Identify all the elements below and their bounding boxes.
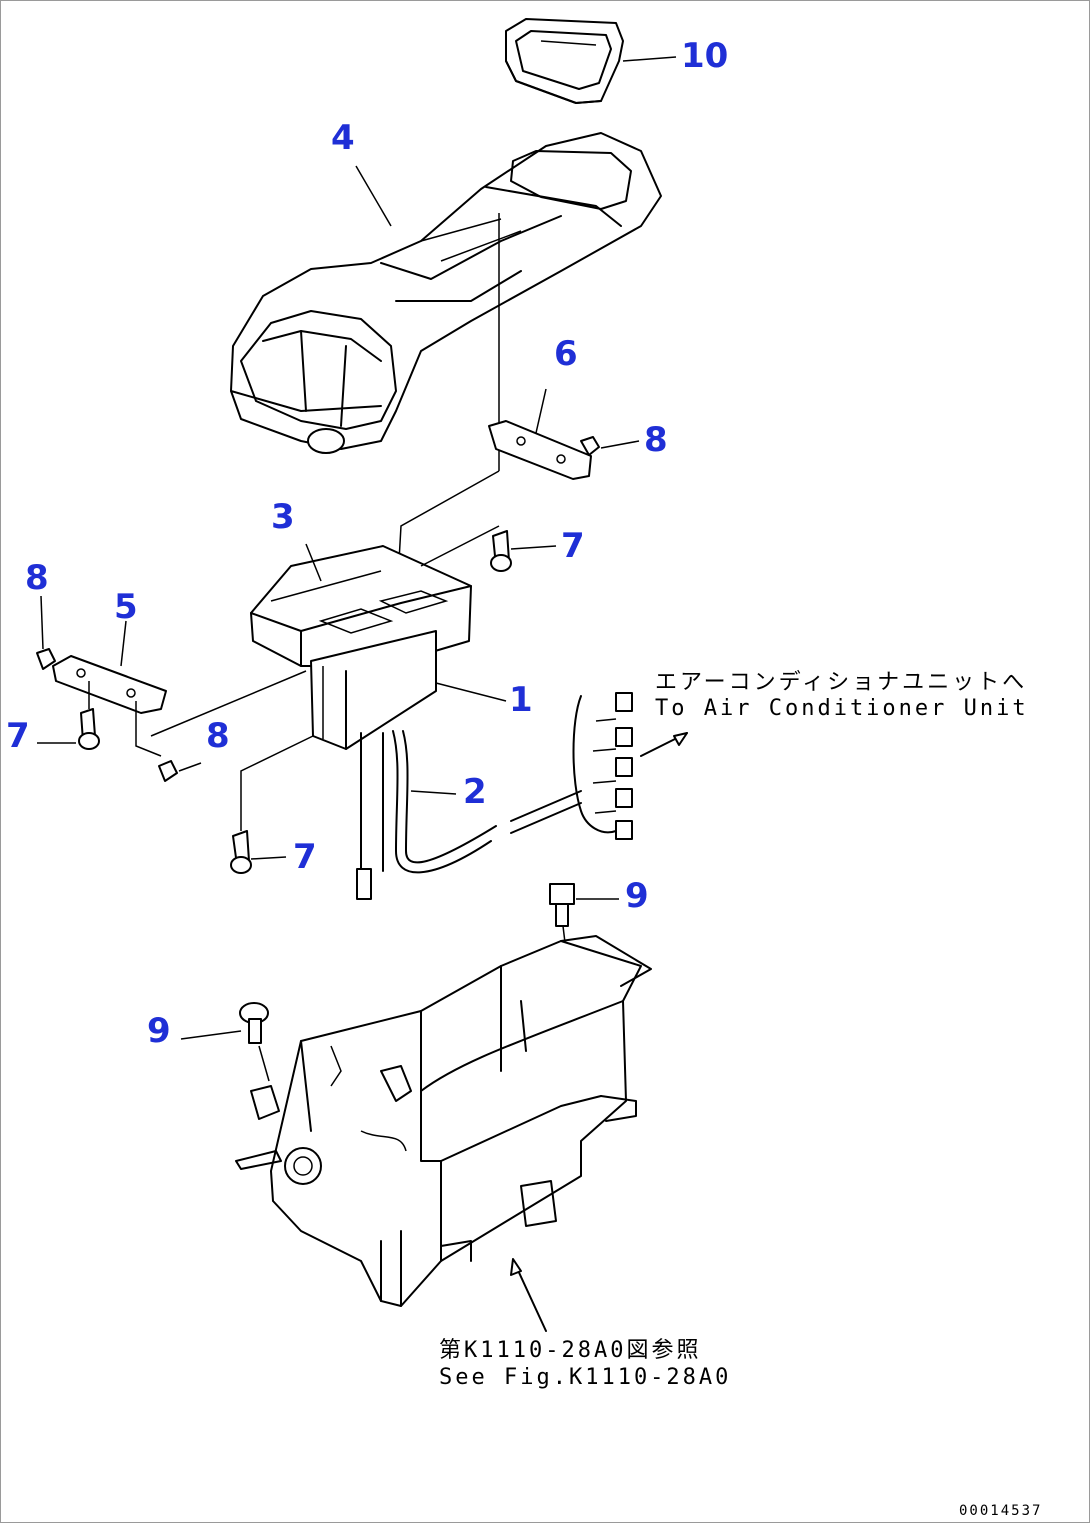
part-9-bolt-right [549, 883, 575, 927]
part-1-unit-body [310, 630, 437, 750]
callout-8-right: 8 [644, 420, 668, 460]
callout-5: 5 [114, 587, 138, 627]
note-see-fig-en: See Fig.K1110-28A0 [439, 1365, 731, 1390]
callout-8-left-bottom: 8 [206, 716, 230, 756]
note-air-conditioner-en: To Air Conditioner Unit [655, 696, 1029, 721]
part-10-tray [505, 18, 624, 104]
callout-2: 2 [463, 772, 487, 812]
callout-9-left: 9 [147, 1011, 171, 1051]
part-5-bracket [52, 655, 167, 714]
lower-frame [235, 935, 652, 1307]
callout-7-top: 7 [561, 526, 585, 566]
callout-4: 4 [331, 118, 355, 158]
callout-7-left: 7 [6, 716, 30, 756]
callout-9-right: 9 [625, 876, 649, 916]
callout-7-bottom: 7 [293, 837, 317, 877]
callout-1: 1 [509, 680, 533, 720]
part-8-clip-left-bottom [158, 760, 178, 782]
note-air-conditioner-jp: エアーコンディショナユニットへ [655, 670, 1027, 695]
callout-10: 10 [681, 36, 728, 76]
callout-3: 3 [271, 497, 295, 537]
part-9-bolt-left [239, 1002, 269, 1044]
part-2-harness [356, 692, 633, 900]
part-8-clip-right [580, 436, 600, 456]
drawing-code: 00014537 [959, 1503, 1042, 1519]
part-4-console-cover [230, 132, 662, 454]
callout-6: 6 [554, 334, 578, 374]
callout-8-left-top: 8 [25, 558, 49, 598]
part-7-screw-b [78, 708, 100, 750]
part-7-screw-a [490, 530, 512, 572]
note-see-fig-jp: 第K1110-28A0図参照 [439, 1338, 701, 1363]
part-8-clip-left-top [36, 648, 56, 670]
part-7-screw-c [230, 830, 252, 874]
part-6-bracket [488, 420, 592, 480]
